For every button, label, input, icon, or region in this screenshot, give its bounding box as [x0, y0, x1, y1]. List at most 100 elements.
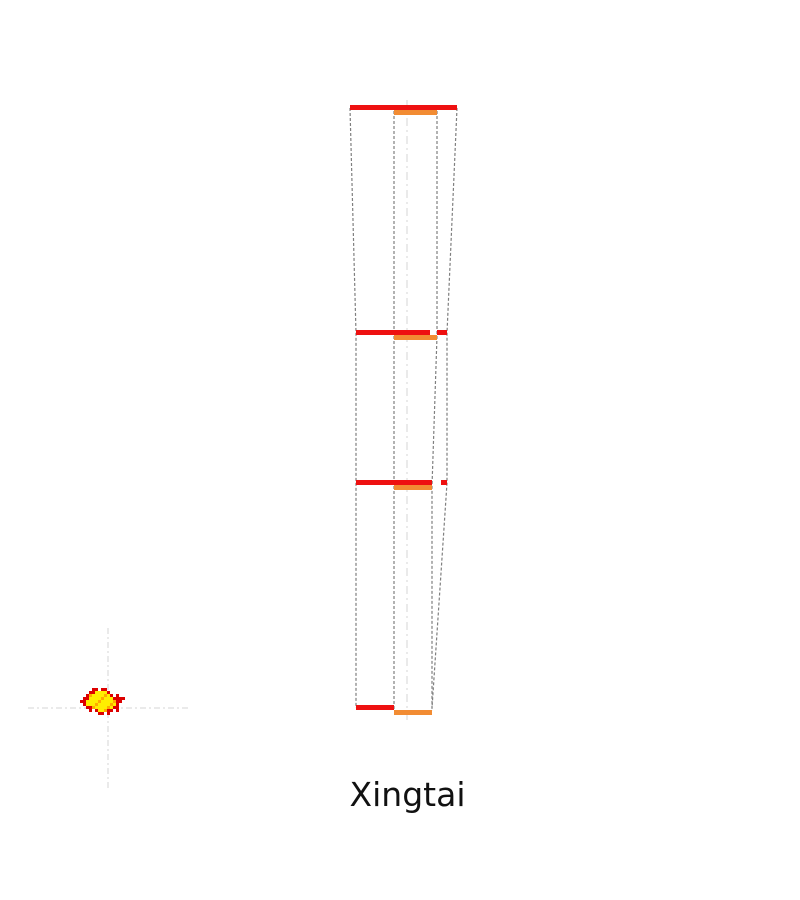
blob-pixel [107, 709, 110, 712]
inner-outline-right [431, 111, 438, 711]
blob-pixel [104, 709, 107, 712]
blob-pixel [92, 691, 95, 694]
blob-pixel [107, 697, 110, 700]
blob-pixel [113, 697, 116, 700]
blob-pixel [98, 712, 101, 715]
blob-pixel [104, 700, 107, 703]
blob-pixel [110, 706, 113, 709]
blob-pixel [104, 703, 107, 706]
blob-pixel [92, 700, 95, 703]
outer-bar-level-1 [350, 105, 457, 110]
blob-pixel [104, 706, 107, 709]
blob-pixel [104, 694, 107, 697]
inner-bar-level-2 [394, 335, 437, 340]
blob-pixel [98, 691, 101, 694]
blob-pixel [95, 688, 98, 691]
blob-pixel [95, 703, 98, 706]
blob-pixel [98, 703, 101, 706]
blob-pixel [116, 706, 119, 709]
blob-pixel [98, 709, 101, 712]
blob-pixel [95, 694, 98, 697]
inner-bar-level-3 [394, 485, 432, 490]
outer-bar-level-2b [437, 330, 447, 335]
blob-pixel [101, 700, 104, 703]
blob-pixel [110, 700, 113, 703]
blob-pixel [80, 700, 83, 703]
blob-pixel [101, 688, 104, 691]
blob-pixel [107, 694, 110, 697]
blob-pixel [101, 694, 104, 697]
blob-pixel [119, 697, 122, 700]
blob-pixel [89, 703, 92, 706]
blob-pixel [122, 697, 125, 700]
blob-pixel [116, 694, 119, 697]
blob-pixel [107, 700, 110, 703]
city-label: Xingtai [349, 775, 466, 814]
pixel-blob-icon [80, 688, 125, 715]
locator-marker [28, 628, 188, 788]
blob-pixel [101, 709, 104, 712]
outer-bar-level-3b [441, 480, 447, 485]
blob-pixel [89, 697, 92, 700]
blob-pixel [95, 700, 98, 703]
blob-pixel [86, 694, 89, 697]
blob-pixel [107, 703, 110, 706]
blob-pixel [107, 691, 110, 694]
outer-bar-level-4 [356, 705, 394, 710]
blob-pixel [89, 694, 92, 697]
blob-pixel [101, 697, 104, 700]
blob-pixel [89, 709, 92, 712]
outer-bar-level-2a [356, 330, 430, 335]
blob-pixel [95, 709, 98, 712]
blob-pixel [92, 703, 95, 706]
blob-pixel [116, 709, 119, 712]
blob-pixel [86, 703, 89, 706]
blob-pixel [101, 706, 104, 709]
blob-pixel [98, 697, 101, 700]
blob-pixel [116, 703, 119, 706]
blob-pixel [98, 706, 101, 709]
inner-bar-level-1 [394, 110, 437, 115]
blob-pixel [110, 709, 113, 712]
blob-pixel [83, 697, 86, 700]
blob-pixel [101, 712, 104, 715]
outer-outline-right [431, 107, 458, 709]
blob-pixel [110, 697, 113, 700]
blob-pixel [107, 706, 110, 709]
blob-pixel [119, 700, 122, 703]
blob-pixel [113, 706, 116, 709]
outer-outline-left [349, 107, 357, 708]
inner-bar-level-4 [394, 710, 432, 715]
blob-pixel [104, 697, 107, 700]
blob-pixel [95, 697, 98, 700]
blob-pixel [110, 703, 113, 706]
blob-pixel [89, 700, 92, 703]
blob-pixel [101, 703, 104, 706]
blob-pixel [83, 700, 86, 703]
blob-pixel [95, 706, 98, 709]
blob-pixel [95, 691, 98, 694]
blob-pixel [86, 700, 89, 703]
blob-pixel [86, 697, 89, 700]
blob-pixel [92, 697, 95, 700]
blob-pixel [98, 694, 101, 697]
blob-pixel [116, 697, 119, 700]
outer-bar-level-3a [356, 480, 432, 485]
blob-pixel [92, 706, 95, 709]
blob-pixel [92, 688, 95, 691]
blob-pixel [107, 712, 110, 715]
blob-pixel [89, 691, 92, 694]
blob-pixel [101, 691, 104, 694]
blob-pixel [89, 706, 92, 709]
blob-pixel [110, 694, 113, 697]
blob-pixel [92, 694, 95, 697]
blob-pixel [104, 691, 107, 694]
blob-pixel [98, 700, 101, 703]
blob-pixel [116, 700, 119, 703]
blob-pixel [83, 703, 86, 706]
blob-pixel [86, 706, 89, 709]
blob-pixel [104, 688, 107, 691]
blob-pixel [113, 703, 116, 706]
blob-pixel [113, 700, 116, 703]
